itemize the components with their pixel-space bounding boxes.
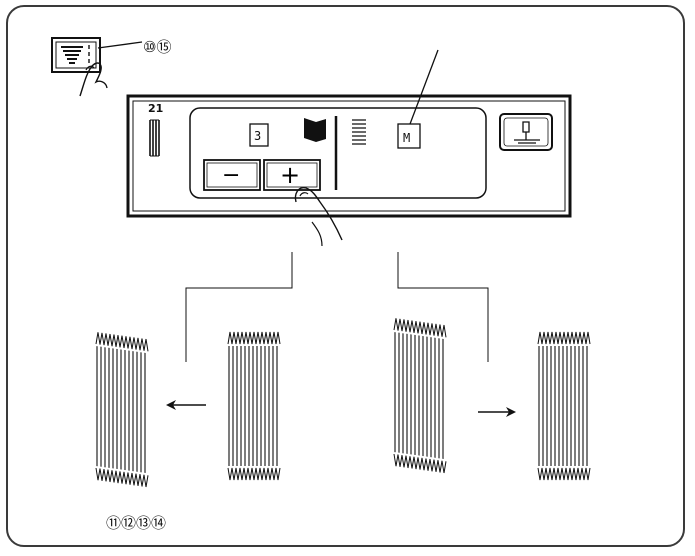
svg-text:−: − bbox=[222, 163, 240, 188]
mode-box bbox=[397, 123, 421, 149]
pattern-number: 21 bbox=[148, 102, 163, 115]
arrow-left-icon bbox=[166, 400, 206, 410]
leader-line bbox=[97, 41, 143, 49]
hand-icon bbox=[294, 187, 343, 247]
value-readout: 3 bbox=[254, 129, 261, 143]
minus-button[interactable]: − bbox=[203, 159, 261, 191]
pattern-book-icon bbox=[304, 118, 316, 142]
stitch-sample-slanted-left bbox=[95, 332, 149, 488]
mode-label: M bbox=[403, 131, 410, 145]
value-box bbox=[249, 123, 269, 147]
connector-left bbox=[185, 252, 293, 362]
arrow-right-icon bbox=[478, 407, 516, 417]
stitch-width-key-icon[interactable] bbox=[51, 37, 101, 73]
presser-foot-icon[interactable] bbox=[499, 113, 553, 151]
plus-button[interactable]: + bbox=[263, 159, 321, 191]
stitch-sample-straight bbox=[227, 331, 281, 481]
ref-label-bottom: ⑪⑫⑬⑭ bbox=[106, 514, 166, 532]
stitch-sample-slanted-right bbox=[393, 318, 447, 474]
connector-right bbox=[397, 252, 489, 362]
ref-label-top-key: ⑩⑮ bbox=[143, 38, 171, 56]
satin-stitch-icon bbox=[149, 119, 160, 157]
stitch-density-icon bbox=[352, 119, 366, 145]
hand-icon bbox=[79, 62, 108, 97]
svg-text:+: + bbox=[280, 161, 300, 189]
stitch-sample-straight-result bbox=[537, 331, 591, 481]
leader-line bbox=[409, 49, 439, 125]
